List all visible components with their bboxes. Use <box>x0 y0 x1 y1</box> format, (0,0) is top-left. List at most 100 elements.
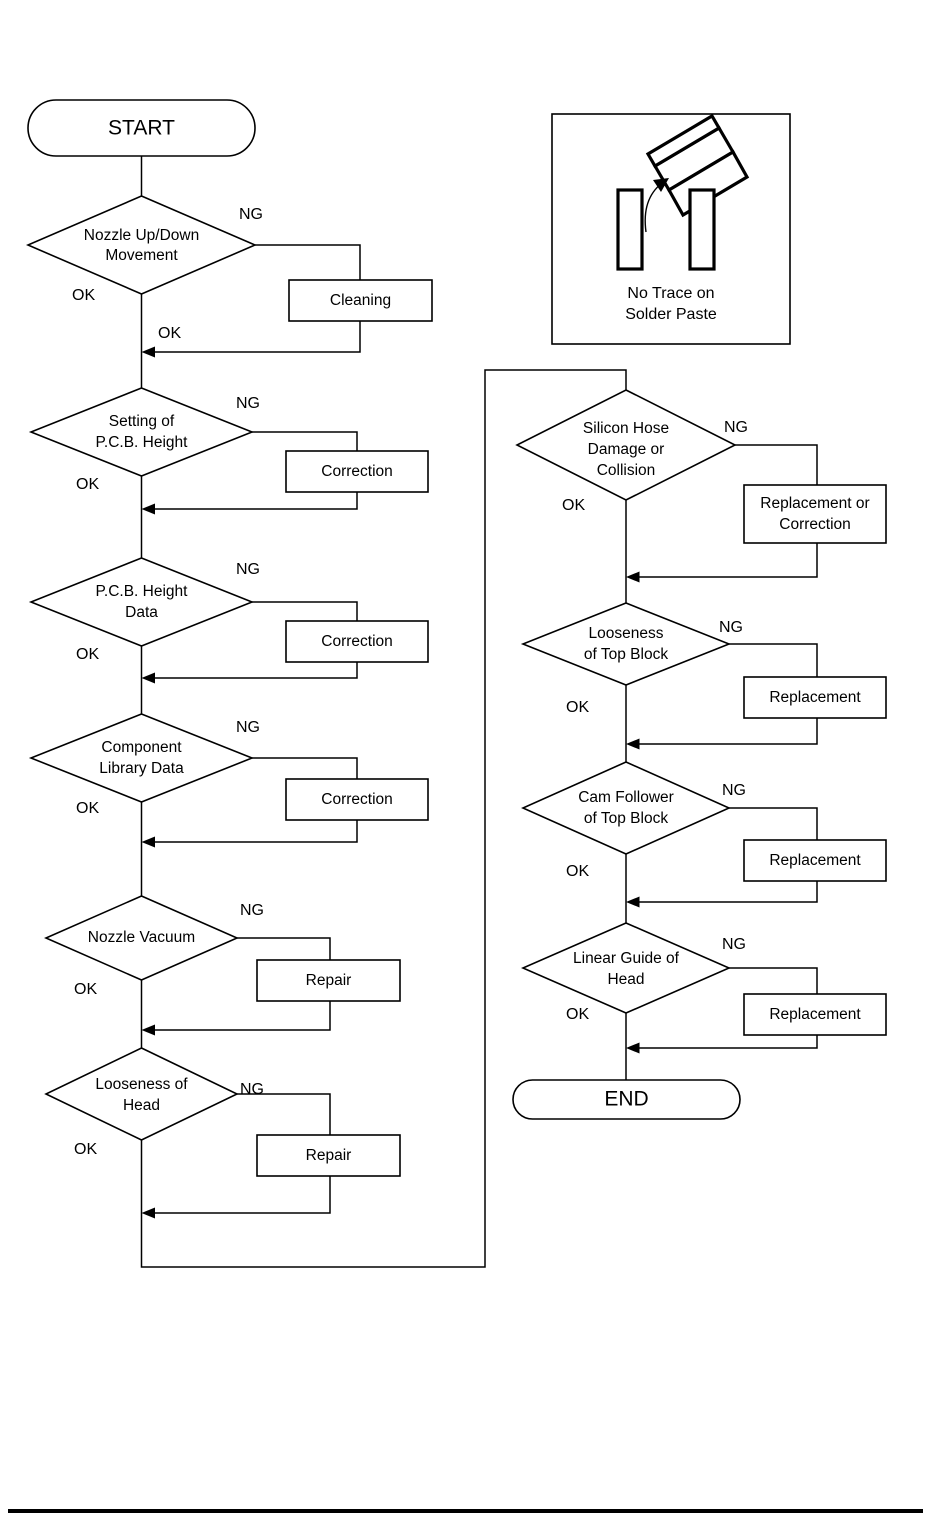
arrowhead-correction-3-return <box>141 836 155 848</box>
decision-setting-of-pcb-height-line-2: P.C.B. Height <box>96 434 189 451</box>
connector-d1-ng-to-cleaning <box>255 244 361 280</box>
process-replacement-or-correction-line-1: Replacement or <box>760 495 869 512</box>
arrowhead-repair-1-return <box>141 1024 155 1036</box>
decision-setting-of-pcb-height-line-1: Setting of <box>109 413 175 430</box>
terminal-start-label: START <box>108 117 175 140</box>
connector-r4-ng-to-action <box>729 967 818 994</box>
illustration-caption-line-2: Solder Paste <box>625 306 717 323</box>
edge-label-ng-r4: NG <box>722 936 746 953</box>
edge-label-ok-r3: OK <box>566 863 589 880</box>
decision-cam-follower-line-1: Cam Follower <box>578 789 674 806</box>
connector-r4-action-return <box>635 1035 818 1049</box>
arrowhead-r4-action-return <box>626 1042 640 1054</box>
decision-cam-follower-line-2: of Top Block <box>584 810 668 827</box>
process-replacement-2-label: Replacement <box>769 852 861 869</box>
footer-rule <box>8 1509 923 1513</box>
edge-label-ok-3: OK <box>76 646 99 663</box>
connector-d2-ng-to-correction <box>252 431 358 451</box>
decision-linear-guide-line-2: Head <box>607 971 644 988</box>
connector-d4-ng-to-correction <box>252 757 358 779</box>
connector-r3-action-return <box>635 881 818 903</box>
decision-pcb-height-data: P.C.B. Height Data <box>28 557 255 647</box>
arrowhead-correction-2-return <box>141 672 155 684</box>
edge-label-ng-r3: NG <box>722 782 746 799</box>
decision-nozzle-up-down-movement: Nozzle Up/Down Movement <box>25 195 258 295</box>
decision-looseness-of-top-block-line-1: Looseness <box>589 625 664 642</box>
arrowhead-r2-action-return <box>626 738 640 750</box>
connector-d3-ng-to-correction <box>252 601 358 621</box>
process-correction-3-label: Correction <box>321 791 393 808</box>
connector-repair-1-return <box>150 1001 331 1031</box>
decision-component-library-data-line-2: Library Data <box>99 760 184 777</box>
connector-cleaning-return <box>150 321 361 353</box>
decision-cam-follower-of-top-block: Cam Follower of Top Block <box>521 761 731 855</box>
process-replacement-1: Replacement <box>743 676 887 719</box>
arrowhead-cleaning-return <box>141 346 155 358</box>
process-correction-2: Correction <box>285 620 429 663</box>
connector-correction-2-return <box>150 662 358 679</box>
decision-nozzle-vacuum: Nozzle Vacuum <box>44 895 239 981</box>
process-replacement-3-label: Replacement <box>769 1006 861 1023</box>
decision-linear-guide-line-1: Linear Guide of <box>573 950 680 967</box>
process-repair-2-label: Repair <box>306 1147 352 1164</box>
decision-linear-guide-of-head: Linear Guide of Head <box>521 922 731 1014</box>
terminal-start: START <box>27 99 256 157</box>
edge-label-ok-r1: OK <box>562 497 585 514</box>
process-correction-1: Correction <box>285 450 429 493</box>
decision-pcb-height-data-line-1: P.C.B. Height <box>96 583 189 600</box>
edge-label-ng-4: NG <box>236 719 260 736</box>
decision-silicon-hose-line-3: Collision <box>597 462 656 479</box>
connector-r3-ng-to-action <box>729 807 818 840</box>
decision-nozzle-up-down-movement-line-1: Nozzle Up/Down <box>84 227 199 244</box>
edge-label-ng-3: NG <box>236 561 260 578</box>
pad-right-icon <box>688 188 716 271</box>
pointer-arrowhead-icon <box>653 178 669 192</box>
process-correction-1-label: Correction <box>321 463 393 480</box>
edge-label-ok-5: OK <box>74 981 97 998</box>
decision-pcb-height-data-line-2: Data <box>125 604 158 621</box>
edge-label-ok-r2: OK <box>566 699 589 716</box>
process-cleaning-label: Cleaning <box>330 292 391 309</box>
edge-label-ng-1: NG <box>239 206 263 223</box>
arrowhead-r3-action-return <box>626 896 640 908</box>
arrowhead-correction-1-return <box>141 503 155 515</box>
connector-correction-1-return <box>150 492 358 510</box>
edge-label-ng-6: NG <box>240 1081 264 1098</box>
process-correction-2-label: Correction <box>321 633 393 650</box>
decision-nozzle-vacuum-line-1: Nozzle Vacuum <box>88 929 195 946</box>
decision-looseness-of-head-line-2: Head <box>123 1097 160 1114</box>
process-cleaning: Cleaning <box>288 279 433 322</box>
connector-r1-ng-to-action <box>735 444 818 485</box>
decision-nozzle-up-down-movement-line-2: Movement <box>105 247 178 264</box>
edge-label-ng-r1: NG <box>724 419 748 436</box>
process-replacement-3: Replacement <box>743 993 887 1036</box>
illustration-no-trace-on-solder-paste: No Trace on Solder Paste <box>551 113 791 345</box>
edge-label-ng-2: NG <box>236 395 260 412</box>
edge-label-ok-6: OK <box>74 1141 97 1158</box>
edge-label-ok-r4: OK <box>566 1006 589 1023</box>
connector-correction-3-return <box>150 820 358 843</box>
decision-setting-of-pcb-height: Setting of P.C.B. Height <box>28 387 255 477</box>
decision-silicon-hose-line-2: Damage or <box>588 441 665 458</box>
connector-repair-2-return <box>150 1176 331 1214</box>
decision-silicon-hose-damage-or-collision: Silicon Hose Damage or Collision <box>515 389 737 501</box>
decision-silicon-hose-line-1: Silicon Hose <box>583 420 669 437</box>
edge-label-ok-return-1: OK <box>158 325 181 342</box>
pad-left-icon <box>616 188 644 271</box>
arrowhead-r1-action-return <box>626 571 640 583</box>
decision-looseness-of-head: Looseness of Head <box>44 1047 239 1141</box>
edge-label-ng-r2: NG <box>719 619 743 636</box>
terminal-end: END <box>512 1079 741 1120</box>
process-replacement-1-label: Replacement <box>769 689 861 706</box>
connector-r2-action-return <box>635 718 818 745</box>
illustration-caption-line-1: No Trace on <box>627 285 714 302</box>
process-correction-3: Correction <box>285 778 429 821</box>
decision-looseness-of-head-line-1: Looseness of <box>95 1076 188 1093</box>
connector-left-column-to-right-column <box>140 369 627 1268</box>
process-replacement-2: Replacement <box>743 839 887 882</box>
process-repair-1-label: Repair <box>306 972 352 989</box>
edge-label-ng-5: NG <box>240 902 264 919</box>
terminal-end-label: END <box>604 1088 648 1111</box>
process-replacement-or-correction: Replacement or Correction <box>743 484 887 544</box>
